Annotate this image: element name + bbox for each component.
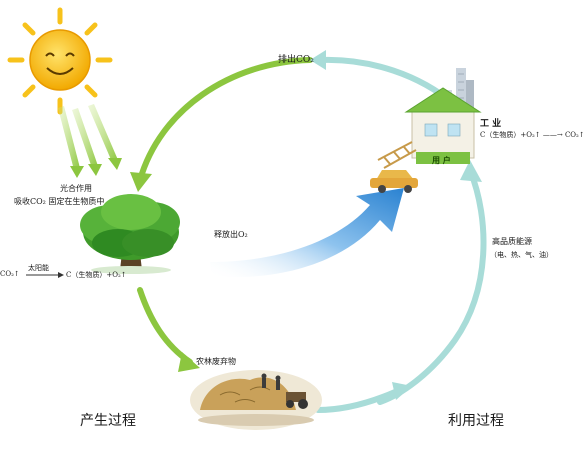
ladder-icon: [377, 141, 417, 169]
equation-arrow: [26, 272, 64, 278]
cycle-arc-teal-bottom: [315, 389, 398, 413]
cycle-arc-green-top: [137, 57, 313, 183]
industry-equation: C（生物质）+O₂↑ ——→ CO₂↑: [480, 131, 585, 139]
energy-types: （电、热、气、油）: [490, 251, 553, 259]
user-label: 用 户: [432, 155, 451, 165]
arrowhead-teal-right: [460, 160, 482, 182]
sun-icon: [7, 7, 113, 115]
car-icon: [370, 170, 418, 193]
cycle-arc-green-left: [137, 287, 193, 365]
arrowhead-teal-bottom: [392, 382, 412, 400]
arrowhead-green-top: [130, 172, 152, 192]
arrowhead-teal-top: [310, 50, 326, 70]
farm-waste-label: 农林废弃物: [196, 357, 236, 366]
industry-label: 工 业: [480, 119, 502, 129]
energy-title: 高品质能源: [492, 237, 532, 246]
equation-arrow-label: 太阳能: [28, 264, 49, 272]
photosynthesis-label: 光合作用: [60, 184, 92, 193]
farm-waste-icon: [190, 370, 322, 430]
utilization-process-label: 利用过程: [448, 413, 504, 429]
tree-icon: [80, 194, 180, 274]
equation-right: C（生物质）+O₂↑: [66, 271, 127, 279]
co2-emission-label: 排出CO₂: [278, 55, 314, 65]
absorb-co2-label: 吸收CO₂ 固定在生物质中: [14, 197, 105, 206]
house-icon: [404, 87, 482, 164]
release-o2-label: 释放出O₂: [214, 230, 248, 239]
oxygen-arrow: [210, 188, 404, 278]
sunlight-rays: [58, 104, 122, 178]
equation-left: CO₂↑: [0, 270, 20, 278]
production-process-label: 产生过程: [80, 413, 136, 429]
arrowhead-green-bottom: [178, 352, 200, 372]
